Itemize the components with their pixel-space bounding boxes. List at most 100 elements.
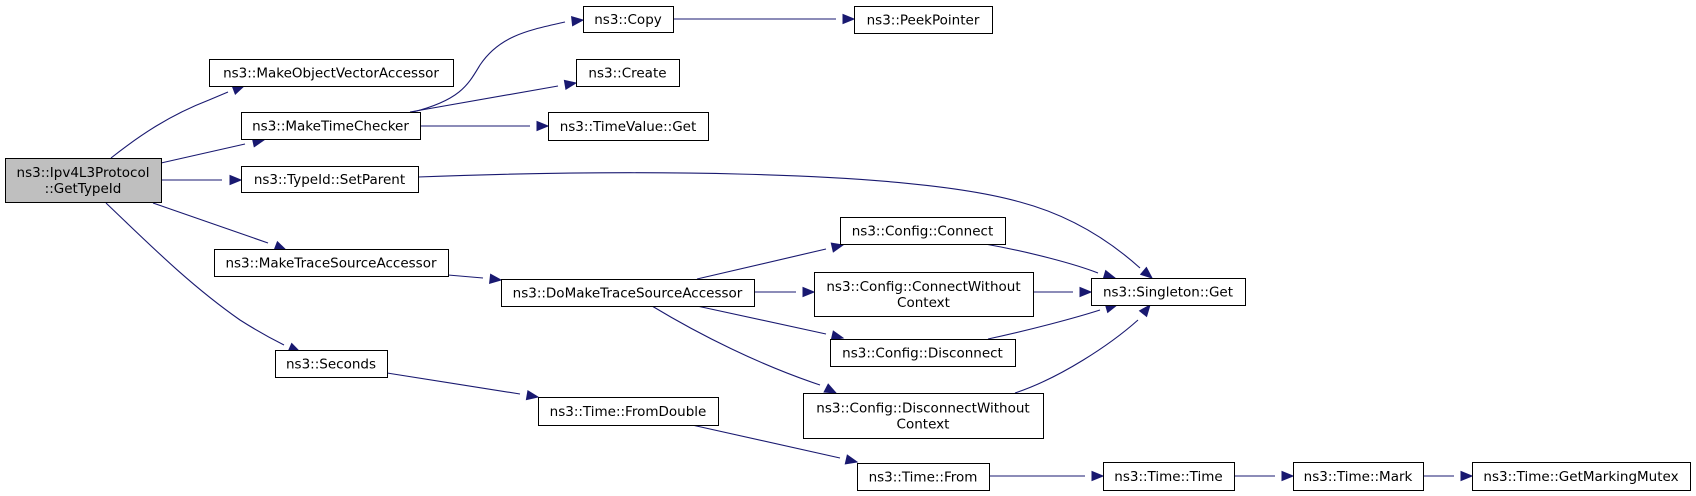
arrowhead-icon [229,174,243,186]
edge-line [651,305,821,386]
arrowhead-icon [844,454,859,465]
arrowhead-icon [489,273,503,284]
edge-configDisconnectWithoutContext-to-singletonGet [1014,303,1151,394]
edge-line [152,202,269,244]
node-box[interactable] [803,393,1044,439]
node-box[interactable] [1103,462,1235,491]
node-label: ns3::DoMakeTraceSourceAccessor [513,286,743,302]
node-setParent[interactable]: ns3::TypeId::SetParent [241,166,419,193]
edge-line [386,372,521,395]
node-label: ns3::Config::ConnectWithout [826,279,1020,295]
node-peekPointer[interactable]: ns3::PeekPointer [854,6,993,34]
edge-getTypeId-to-makeObjectVectorAccessor [110,85,246,159]
node-makeTraceSourceAccessor[interactable]: ns3::MakeTraceSourceAccessor [214,249,449,277]
node-create[interactable]: ns3::Create [576,59,680,87]
arrowhead-icon [1079,286,1093,298]
node-makeObjectVectorAccessor[interactable]: ns3::MakeObjectVectorAccessor [209,59,454,87]
edge-copy-to-peekPointer [673,13,856,25]
node-box[interactable] [5,158,162,203]
node-timeFromDouble[interactable]: ns3::Time::FromDouble [538,397,719,426]
node-copy[interactable]: ns3::Copy [583,6,674,33]
edge-timeFrom-to-timeTime [989,470,1105,482]
node-label: ns3::Time::FromDouble [550,404,707,420]
node-label: ns3::Singleton::Get [1103,285,1233,301]
arrowhead-icon [571,16,585,27]
node-label: ::GetTypeId [45,181,122,197]
node-singletonGet[interactable]: ns3::Singleton::Get [1091,278,1246,306]
node-timeGetMarkingMutex[interactable]: ns3::Time::GetMarkingMutex [1472,462,1691,491]
edge-makeTimeChecker-to-timeValueGet [420,120,550,132]
nodes-layer: ns3::Ipv4L3Protocol::GetTypeId ns3::MakeO… [5,6,1691,491]
edge-setParent-to-singletonGet [417,172,1154,279]
edge-doMakeTraceSourceAccessor-to-configConnectWithoutContext [754,286,816,298]
edge-line [110,91,229,159]
edge-line [417,172,1141,269]
edge-line [987,309,1101,340]
node-box[interactable] [241,166,419,193]
arrowhead-icon [1091,470,1105,482]
node-box[interactable] [857,463,990,491]
node-label: Context [897,417,950,433]
node-box[interactable] [214,249,449,277]
node-makeTimeChecker[interactable]: ns3::MakeTimeChecker [241,112,421,140]
node-label: ns3::Ipv4L3Protocol [17,165,150,181]
node-getTypeId[interactable]: ns3::Ipv4L3Protocol::GetTypeId [5,158,162,203]
node-box[interactable] [1091,278,1246,306]
node-box[interactable] [538,397,719,426]
node-label: ns3::Seconds [286,357,376,373]
node-timeFrom[interactable]: ns3::Time::From [857,463,990,491]
edge-line [984,243,1099,274]
node-label: ns3::Config::Disconnect [842,346,1003,362]
node-label: ns3::MakeObjectVectorAccessor [223,66,439,82]
edge-line [105,202,285,346]
edge-doMakeTraceSourceAccessor-to-configDisconnect [696,305,845,341]
node-timeTime[interactable]: ns3::Time::Time [1103,462,1235,491]
edge-getTypeId-to-makeTimeChecker [160,137,266,164]
arrowhead-icon [1102,269,1117,280]
edge-line [412,21,566,113]
node-box[interactable] [1472,462,1691,491]
node-label: ns3::Config::DisconnectWithout [816,401,1029,417]
edge-timeTime-to-timeMark [1234,470,1295,482]
edge-line [409,85,559,113]
node-box[interactable] [830,339,1016,367]
node-label: ns3::Time::Mark [1304,469,1413,485]
edge-line [160,143,246,164]
node-box[interactable] [583,6,674,33]
node-label: ns3::PeekPointer [867,13,980,29]
arrowhead-icon [823,383,838,394]
node-box[interactable] [241,112,421,140]
node-seconds[interactable]: ns3::Seconds [275,350,388,378]
edge-makeTraceSourceAccessor-to-doMakeTraceSourceAccessor [447,273,503,284]
node-box[interactable] [548,112,709,141]
node-box[interactable] [1293,462,1424,491]
node-box[interactable] [840,217,1006,245]
node-box[interactable] [501,279,755,307]
node-configDisconnect[interactable]: ns3::Config::Disconnect [830,339,1016,367]
node-label: ns3::TypeId::SetParent [254,172,405,188]
arrowhead-icon [563,79,578,91]
node-box[interactable] [854,6,993,34]
edges-layer [105,13,1474,482]
arrowhead-icon [830,242,845,253]
edge-getTypeId-to-makeTraceSourceAccessor [152,202,288,251]
edge-configConnectWithoutContext-to-singletonGet [1033,286,1093,298]
node-doMakeTraceSourceAccessor[interactable]: ns3::DoMakeTraceSourceAccessor [501,279,755,307]
node-label: ns3::Copy [594,12,662,28]
node-configConnect[interactable]: ns3::Config::Connect [840,217,1006,245]
arrowhead-icon [830,330,845,341]
node-box[interactable] [814,272,1034,317]
node-box[interactable] [275,350,388,378]
node-box[interactable] [576,59,680,87]
node-label: ns3::MakeTraceSourceAccessor [225,256,436,272]
node-label: ns3::MakeTimeChecker [252,119,409,135]
node-label: ns3::Time::From [869,470,978,486]
node-label: ns3::Time::GetMarkingMutex [1483,469,1678,485]
node-timeValueGet[interactable]: ns3::TimeValue::Get [548,112,709,141]
node-timeMark[interactable]: ns3::Time::Mark [1293,462,1424,491]
node-box[interactable] [209,59,454,87]
arrowhead-icon [842,13,856,25]
edge-makeTimeChecker-to-create [409,79,578,113]
